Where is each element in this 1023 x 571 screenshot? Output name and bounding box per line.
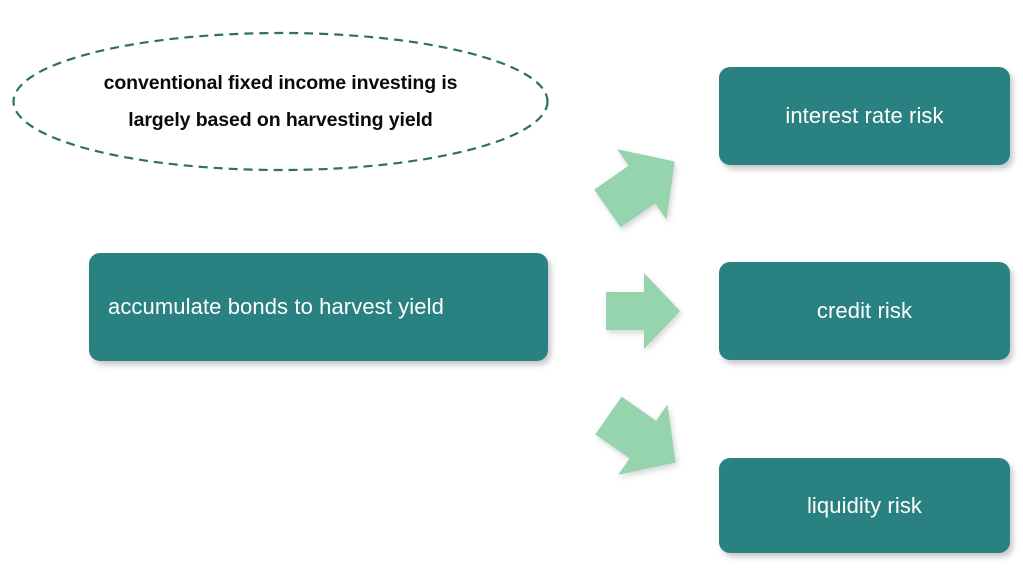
box-credit-risk[interactable]: credit risk [719,262,1010,360]
arrow-up-right-icon [594,139,686,231]
callout-ellipse[interactable]: conventional fixed income investing is l… [11,31,550,172]
box-accumulate-bonds[interactable]: accumulate bonds to harvest yield [89,253,548,361]
box-liquidity-risk[interactable]: liquidity risk [719,458,1010,553]
arrow-right-icon [604,271,682,351]
arrow-down-right-icon [595,393,688,485]
ellipse-outline-icon [12,31,549,172]
box-accumulate-bonds-label: accumulate bonds to harvest yield [108,294,444,319]
callout-text: conventional fixed income investing is l… [11,31,550,172]
callout-line-2: largely based on harvesting yield [128,108,433,131]
box-liquidity-risk-label: liquidity risk [806,492,923,518]
box-interest-rate-risk[interactable]: interest rate risk [719,67,1010,165]
box-credit-risk-label: credit risk [816,298,913,323]
box-interest-rate-risk-label: interest rate risk [785,103,944,128]
callout-line-1: conventional fixed income investing is [103,72,458,95]
